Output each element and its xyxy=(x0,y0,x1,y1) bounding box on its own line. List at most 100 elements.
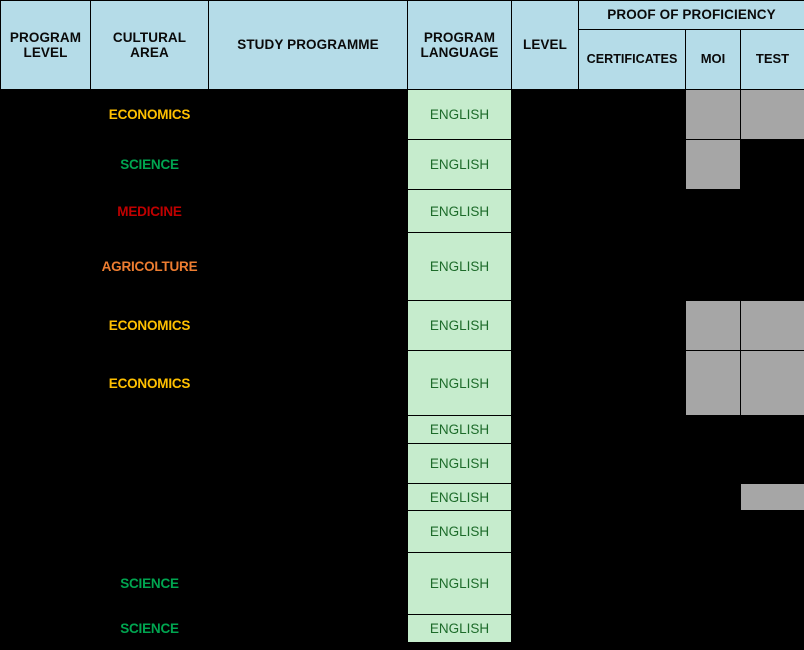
cell-moi[interactable] xyxy=(685,415,741,444)
cell-certificates[interactable] xyxy=(578,300,686,351)
cell-cultural-area[interactable]: SCIENCE xyxy=(90,139,209,190)
cell-certificates[interactable] xyxy=(578,614,686,643)
cell-moi[interactable] xyxy=(685,189,741,233)
cell-test[interactable] xyxy=(739,189,804,233)
cell-level[interactable] xyxy=(511,483,579,511)
cell-certificates[interactable] xyxy=(578,350,686,416)
header-level[interactable]: LEVEL xyxy=(511,0,579,90)
cell-test-marked[interactable] xyxy=(739,300,804,351)
cell-cultural-area[interactable] xyxy=(90,483,209,511)
cell-program-language[interactable]: ENGLISH xyxy=(407,139,512,190)
cell-cultural-area[interactable]: AGRICOLTURE xyxy=(90,232,209,301)
cell-moi[interactable] xyxy=(685,443,741,484)
cell-program-language[interactable]: ENGLISH xyxy=(407,89,512,140)
cell-certificates[interactable] xyxy=(578,443,686,484)
header-moi[interactable]: MOI xyxy=(685,29,741,90)
cell-program-language[interactable]: ENGLISH xyxy=(407,510,512,553)
cell-level[interactable] xyxy=(511,350,579,416)
cell-test-marked[interactable] xyxy=(739,350,804,416)
cell-study-programme[interactable] xyxy=(208,483,408,511)
cell-level[interactable] xyxy=(511,510,579,553)
header-program-language[interactable]: PROGRAM LANGUAGE xyxy=(407,0,512,90)
cell-level[interactable] xyxy=(511,300,579,351)
cell-test-marked[interactable] xyxy=(739,483,804,511)
cell-certificates[interactable] xyxy=(578,415,686,444)
cell-study-programme[interactable] xyxy=(208,232,408,301)
cell-study-programme[interactable] xyxy=(208,510,408,553)
cell-certificates[interactable] xyxy=(578,552,686,615)
cell-program-level[interactable] xyxy=(0,614,91,643)
cell-cultural-area[interactable] xyxy=(90,443,209,484)
cell-program-language[interactable]: ENGLISH xyxy=(407,189,512,233)
cell-cultural-area[interactable]: MEDICINE xyxy=(90,189,209,233)
cell-level[interactable] xyxy=(511,89,579,140)
cell-cultural-area[interactable]: SCIENCE xyxy=(90,552,209,615)
cell-study-programme[interactable] xyxy=(208,350,408,416)
cell-program-level[interactable] xyxy=(0,189,91,233)
cell-study-programme[interactable] xyxy=(208,300,408,351)
cell-study-programme[interactable] xyxy=(208,552,408,615)
cell-test[interactable] xyxy=(739,552,804,615)
cell-level[interactable] xyxy=(511,415,579,444)
cell-test[interactable] xyxy=(739,614,804,643)
cell-program-level[interactable] xyxy=(0,552,91,615)
cell-moi[interactable] xyxy=(685,232,741,301)
cell-program-level[interactable] xyxy=(0,510,91,553)
cell-test[interactable] xyxy=(739,232,804,301)
cell-moi[interactable] xyxy=(685,614,741,643)
cell-level[interactable] xyxy=(511,552,579,615)
header-test[interactable]: TEST xyxy=(739,29,804,90)
header-study-programme[interactable]: STUDY PROGRAMME xyxy=(208,0,408,90)
header-cultural-area[interactable]: CULTURAL AREA xyxy=(90,0,209,90)
cell-program-level[interactable] xyxy=(0,350,91,416)
cell-study-programme[interactable] xyxy=(208,614,408,643)
cell-program-level[interactable] xyxy=(0,139,91,190)
cell-level[interactable] xyxy=(511,443,579,484)
cell-moi-marked[interactable] xyxy=(685,350,741,416)
cell-moi-marked[interactable] xyxy=(685,139,741,190)
header-program-level[interactable]: PROGRAM LEVEL xyxy=(0,0,91,90)
cell-study-programme[interactable] xyxy=(208,443,408,484)
cell-program-language[interactable]: ENGLISH xyxy=(407,232,512,301)
cell-program-language[interactable]: ENGLISH xyxy=(407,552,512,615)
cell-test[interactable] xyxy=(739,443,804,484)
cell-study-programme[interactable] xyxy=(208,189,408,233)
cell-level[interactable] xyxy=(511,232,579,301)
cell-test[interactable] xyxy=(739,510,804,553)
cell-moi[interactable] xyxy=(685,483,741,511)
cell-level[interactable] xyxy=(511,189,579,233)
cell-program-language[interactable]: ENGLISH xyxy=(407,300,512,351)
cell-certificates[interactable] xyxy=(578,189,686,233)
cell-cultural-area[interactable]: ECONOMICS xyxy=(90,350,209,416)
cell-program-language[interactable]: ENGLISH xyxy=(407,614,512,643)
cell-certificates[interactable] xyxy=(578,89,686,140)
cell-moi-marked[interactable] xyxy=(685,89,741,140)
cell-moi-marked[interactable] xyxy=(685,300,741,351)
cell-program-language[interactable]: ENGLISH xyxy=(407,415,512,444)
cell-cultural-area[interactable] xyxy=(90,510,209,553)
header-certificates[interactable]: CERTIFICATES xyxy=(578,29,686,90)
cell-certificates[interactable] xyxy=(578,139,686,190)
cell-certificates[interactable] xyxy=(578,510,686,553)
cell-moi[interactable] xyxy=(685,552,741,615)
cell-program-level[interactable] xyxy=(0,89,91,140)
cell-certificates[interactable] xyxy=(578,232,686,301)
cell-program-level[interactable] xyxy=(0,232,91,301)
cell-test-marked[interactable] xyxy=(739,89,804,140)
cell-cultural-area[interactable] xyxy=(90,415,209,444)
cell-test[interactable] xyxy=(739,415,804,444)
cell-study-programme[interactable] xyxy=(208,415,408,444)
cell-level[interactable] xyxy=(511,614,579,643)
cell-test[interactable] xyxy=(739,139,804,190)
cell-study-programme[interactable] xyxy=(208,89,408,140)
cell-program-level[interactable] xyxy=(0,443,91,484)
cell-cultural-area[interactable]: SCIENCE xyxy=(90,614,209,643)
cell-level[interactable] xyxy=(511,139,579,190)
cell-program-level[interactable] xyxy=(0,300,91,351)
cell-program-language[interactable]: ENGLISH xyxy=(407,443,512,484)
cell-cultural-area[interactable]: ECONOMICS xyxy=(90,89,209,140)
cell-program-language[interactable]: ENGLISH xyxy=(407,483,512,511)
cell-cultural-area[interactable]: ECONOMICS xyxy=(90,300,209,351)
cell-program-level[interactable] xyxy=(0,483,91,511)
cell-program-language[interactable]: ENGLISH xyxy=(407,350,512,416)
